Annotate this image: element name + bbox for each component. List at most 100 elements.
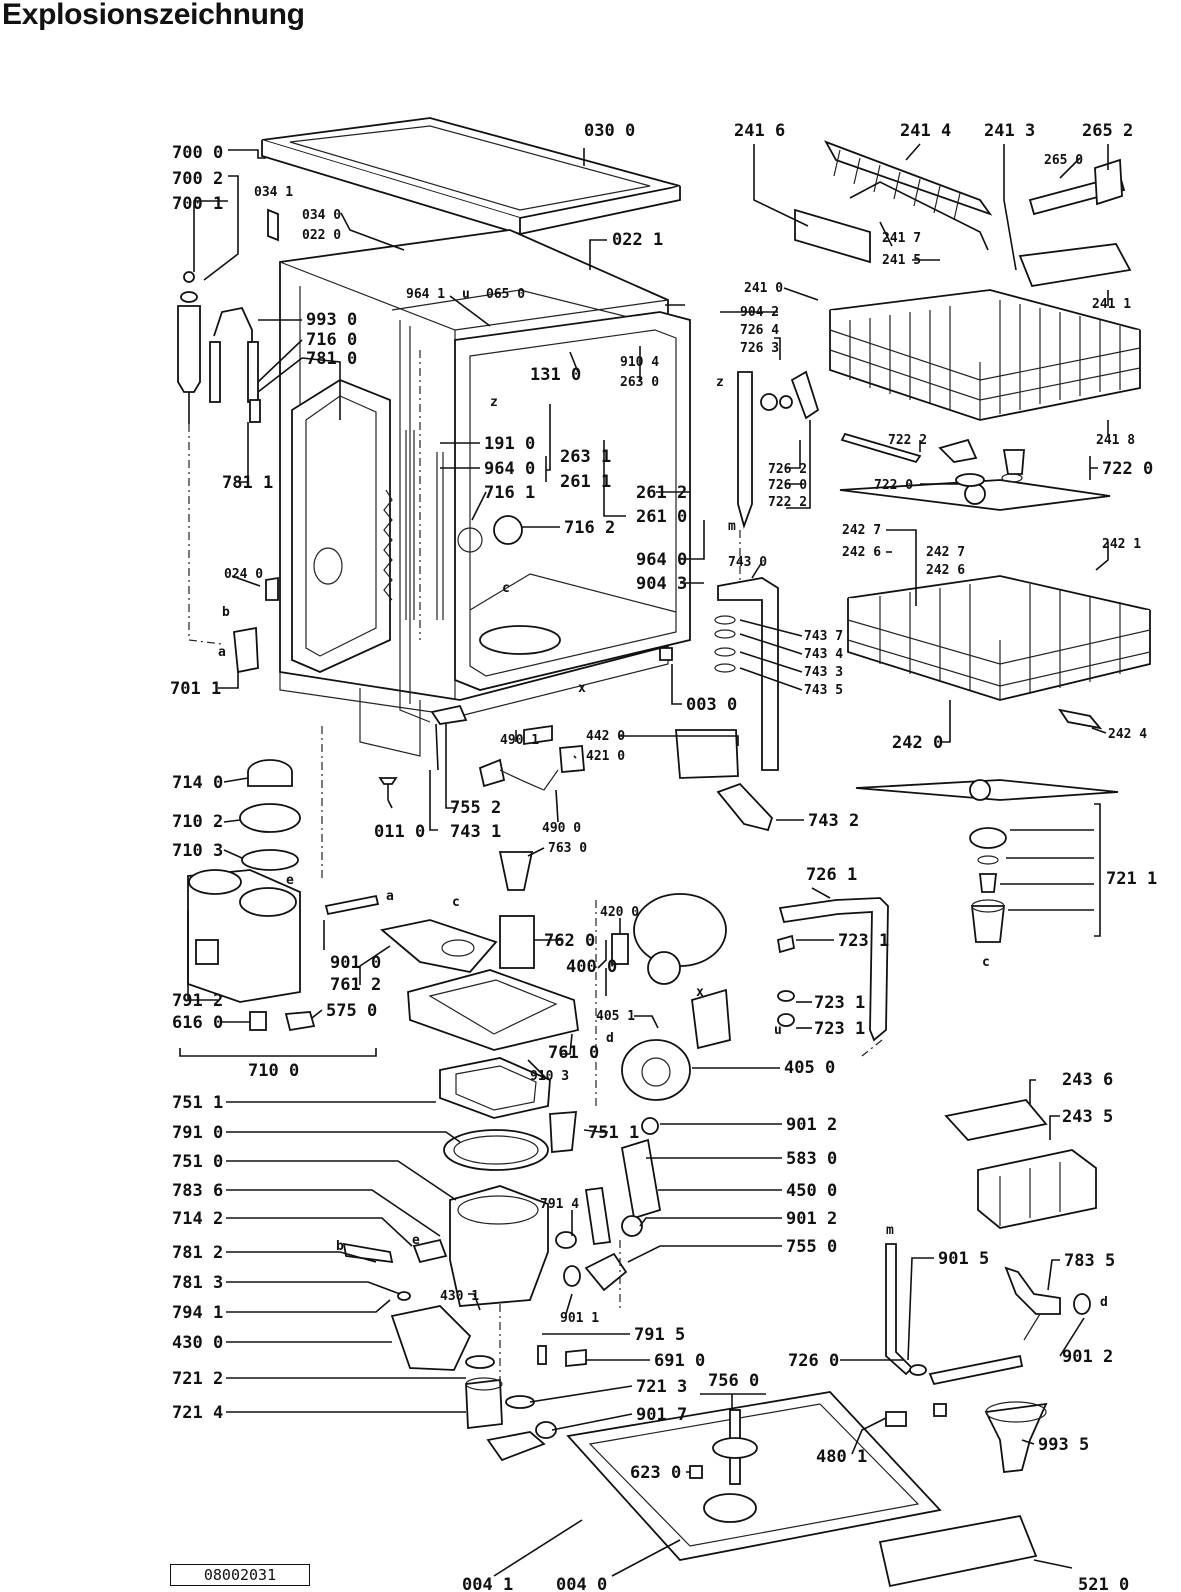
part-label: 575 0 bbox=[326, 1001, 377, 1021]
part-label: 521 0 bbox=[1078, 1575, 1129, 1592]
part-label: 714 2 bbox=[172, 1209, 223, 1229]
part-label: 701 1 bbox=[170, 679, 221, 699]
part-label: 243 6 bbox=[1062, 1070, 1113, 1090]
part-label: 022 0 bbox=[302, 228, 341, 243]
part-label: 421 0 bbox=[586, 749, 625, 764]
part-label: 783 6 bbox=[172, 1181, 223, 1201]
part-label: 003 0 bbox=[686, 695, 737, 715]
marker-label: u bbox=[774, 1023, 782, 1038]
part-label: 910 4 bbox=[620, 355, 659, 370]
marker-label: a bbox=[218, 645, 226, 660]
part-label: 242 7 bbox=[926, 545, 965, 560]
part-label: 430 0 bbox=[172, 1333, 223, 1353]
part-label: 710 2 bbox=[172, 812, 223, 832]
part-label: 241 7 bbox=[882, 231, 921, 246]
part-label: 623 0 bbox=[630, 1463, 681, 1483]
page-title: Explosionszeichnung bbox=[2, 0, 305, 31]
part-label: 791 5 bbox=[634, 1325, 685, 1345]
part-label: 242 1 bbox=[1102, 537, 1141, 552]
part-label: 783 5 bbox=[1064, 1251, 1115, 1271]
part-label: 726 0 bbox=[788, 1351, 839, 1371]
part-label: 726 3 bbox=[740, 341, 779, 356]
part-label: 241 3 bbox=[984, 121, 1035, 141]
part-label: 781 1 bbox=[222, 473, 273, 493]
marker-label: a bbox=[386, 889, 394, 904]
part-label: 761 0 bbox=[548, 1043, 599, 1063]
part-label: 901 1 bbox=[560, 1311, 599, 1326]
part-label: 242 0 bbox=[892, 733, 943, 753]
part-label: 022 1 bbox=[612, 230, 663, 250]
part-label: 762 0 bbox=[544, 931, 595, 951]
part-label: 722 2 bbox=[888, 433, 927, 448]
marker-label: c bbox=[982, 955, 990, 970]
part-label: 993 0 bbox=[306, 310, 357, 330]
part-label: 716 2 bbox=[564, 518, 615, 538]
part-label: 430 1 bbox=[440, 1289, 479, 1304]
part-label: 243 5 bbox=[1062, 1107, 1113, 1127]
part-label: 420 0 bbox=[600, 905, 639, 920]
part-label: 755 0 bbox=[786, 1237, 837, 1257]
part-label: 794 1 bbox=[172, 1303, 223, 1323]
marker-label: e bbox=[412, 1233, 420, 1248]
part-label: 261 1 bbox=[560, 472, 611, 492]
part-label: 751 1 bbox=[588, 1123, 639, 1143]
part-label: 993 5 bbox=[1038, 1435, 1089, 1455]
part-label: 743 2 bbox=[808, 811, 859, 831]
part-label: 723 1 bbox=[814, 1019, 865, 1039]
part-label: 723 1 bbox=[814, 993, 865, 1013]
marker-label: b bbox=[336, 1239, 344, 1254]
part-label: 241 6 bbox=[734, 121, 785, 141]
part-label: 743 4 bbox=[804, 647, 843, 662]
part-label: 710 3 bbox=[172, 841, 223, 861]
part-label: 011 0 bbox=[374, 822, 425, 842]
part-label: 263 0 bbox=[620, 375, 659, 390]
part-label: 405 1 bbox=[596, 1009, 635, 1024]
part-label: 964 0 bbox=[636, 550, 687, 570]
marker-label: c bbox=[452, 895, 460, 910]
part-label: 751 1 bbox=[172, 1093, 223, 1113]
part-label: 722 0 bbox=[874, 478, 913, 493]
part-label: 716 0 bbox=[306, 330, 357, 350]
part-label: 763 0 bbox=[548, 841, 587, 856]
part-label: 490 1 bbox=[500, 733, 539, 748]
part-label: 583 0 bbox=[786, 1149, 837, 1169]
part-label: 901 2 bbox=[786, 1209, 837, 1229]
part-label: 024 0 bbox=[224, 567, 263, 582]
part-label: 743 3 bbox=[804, 665, 843, 680]
part-label: 700 1 bbox=[172, 194, 223, 214]
part-label: 755 2 bbox=[450, 798, 501, 818]
part-labels: 030 0 700 0 700 2 700 1 034 1 034 0 022 … bbox=[170, 121, 1157, 1592]
part-label: 743 7 bbox=[804, 629, 843, 644]
part-label: 241 8 bbox=[1096, 433, 1135, 448]
document-number: 08002031 bbox=[170, 1564, 310, 1586]
part-label: 442 0 bbox=[586, 729, 625, 744]
part-label: 901 0 bbox=[330, 953, 381, 973]
part-label: 781 3 bbox=[172, 1273, 223, 1293]
part-label: 901 2 bbox=[1062, 1347, 1113, 1367]
marker-label: z bbox=[490, 395, 498, 410]
part-label: 263 1 bbox=[560, 447, 611, 467]
part-label: 242 6 bbox=[926, 563, 965, 578]
part-label: 405 0 bbox=[784, 1058, 835, 1078]
part-label: 723 1 bbox=[838, 931, 889, 951]
part-label: 131 0 bbox=[530, 365, 581, 385]
part-label: 241 1 bbox=[1092, 297, 1131, 312]
part-label: 743 0 bbox=[728, 555, 767, 570]
part-label: 901 5 bbox=[938, 1249, 989, 1269]
part-label: 901 7 bbox=[636, 1405, 687, 1425]
marker-label: m bbox=[728, 519, 736, 534]
drawing-lines bbox=[177, 117, 1151, 1588]
part-label: 726 1 bbox=[806, 865, 857, 885]
marker-label: z bbox=[716, 375, 724, 390]
part-label: 242 7 bbox=[842, 523, 881, 538]
part-label: 901 2 bbox=[786, 1115, 837, 1135]
part-label: 241 0 bbox=[744, 281, 783, 296]
part-label: 241 5 bbox=[882, 253, 921, 268]
marker-label: d bbox=[1100, 1295, 1108, 1310]
part-label: 791 0 bbox=[172, 1123, 223, 1143]
part-label: 781 2 bbox=[172, 1243, 223, 1263]
part-label: 721 2 bbox=[172, 1369, 223, 1389]
marker-label: m bbox=[886, 1223, 894, 1238]
part-label: 241 4 bbox=[900, 121, 951, 141]
part-label: 781 0 bbox=[306, 349, 357, 369]
